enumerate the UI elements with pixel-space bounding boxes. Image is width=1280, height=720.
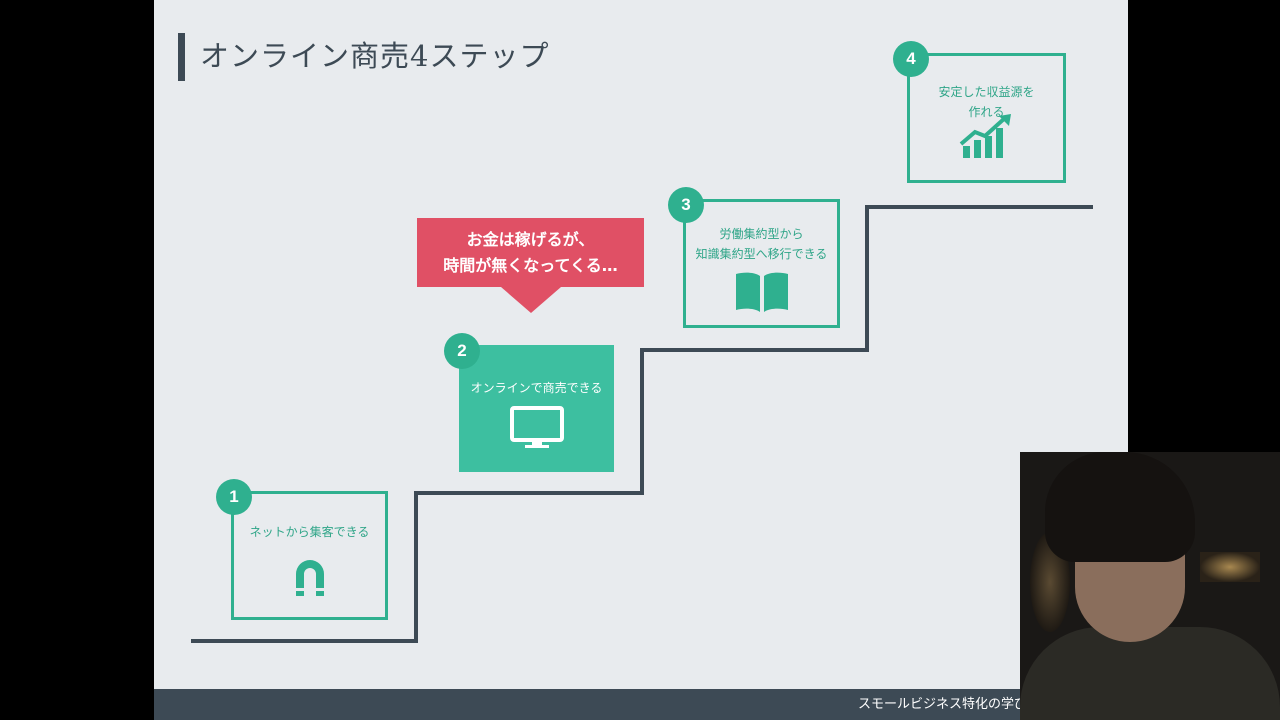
slide-footer: スモールビジネス特化の学び [154,689,1128,720]
step-4-label-line-2: 作れる [968,105,1005,119]
callout-line-2: 時間が無くなってくる… [443,256,618,275]
step-4-label-line-1: 安定した収益源を [938,85,1035,99]
magnet-icon [295,560,324,596]
step-1-label: ネットから集客できる [249,525,370,539]
book-icon [735,272,788,312]
step-4-box: 安定した収益源を 作れる [907,53,1066,183]
presentation-slide: オンライン商売4ステップ ネットから集客できる 1 オンラインで商売できる 2 … [154,0,1128,720]
staircase-line [191,205,1093,643]
presenter-body [1020,627,1280,720]
warning-callout: お金は稼げるが、 時間が無くなってくる… [417,218,644,287]
callout-line-1: お金は稼げるが、 [466,230,595,249]
step-2-box: オンラインで商売できる [459,345,614,472]
growth-chart-icon [959,114,1011,158]
step-3-label-line-1: 労働集約型から [719,227,804,241]
step-2-badge: 2 [444,333,480,369]
step-4-badge: 4 [893,41,929,77]
title-accent-bar [178,33,185,81]
slide-title: オンライン商売4ステップ [200,39,550,73]
step-2-label: オンラインで商売できる [470,381,603,395]
presenter-hair [1045,452,1195,562]
webcam-video [1020,452,1280,720]
callout-pointer [501,287,561,313]
step-3-box: 労働集約型から 知識集約型へ移行できる [683,199,840,328]
step-3-badge: 3 [668,187,704,223]
step-3-label-line-2: 知識集約型へ移行できる [695,247,828,261]
monitor-icon [509,406,564,448]
step-1-box: ネットから集客できる [231,491,388,620]
step-1-badge: 1 [216,479,252,515]
footer-text: スモールビジネス特化の学び [858,697,1028,712]
